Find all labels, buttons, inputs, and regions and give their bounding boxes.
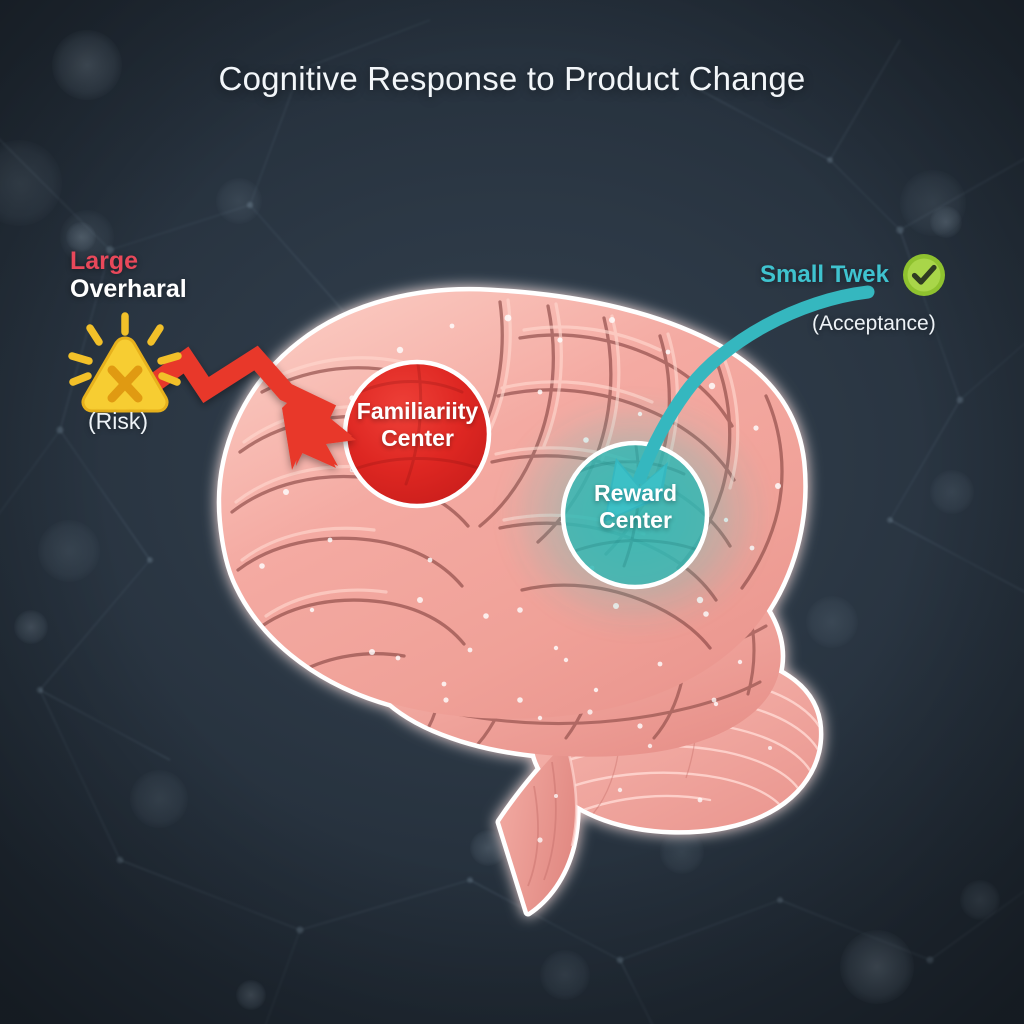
- page-title: Cognitive Response to Product Change: [218, 60, 806, 97]
- large-overhaul-title: Large: [70, 247, 139, 275]
- small-tweak-title: Small Twek: [760, 261, 889, 288]
- warning-rays-icon: [68, 312, 182, 386]
- risk-caption: (Risk): [88, 408, 149, 434]
- red-zigzag-arrow: [144, 345, 356, 470]
- left-annotation-block: Large Overharal: [70, 247, 330, 304]
- warning-triangle-icon: [68, 312, 182, 413]
- teal-curved-arrow: [604, 285, 875, 522]
- reward-center-node[interactable]: [560, 440, 710, 590]
- familiarity-center-node[interactable]: [342, 359, 492, 509]
- brain-illustration-group: [216, 286, 824, 917]
- green-check-circle-icon: [902, 254, 945, 296]
- acceptance-caption: (Acceptance): [812, 312, 936, 335]
- right-annotation-block: Small Twek: [760, 252, 947, 298]
- large-overhaul-subtitle: Overharal: [70, 275, 187, 303]
